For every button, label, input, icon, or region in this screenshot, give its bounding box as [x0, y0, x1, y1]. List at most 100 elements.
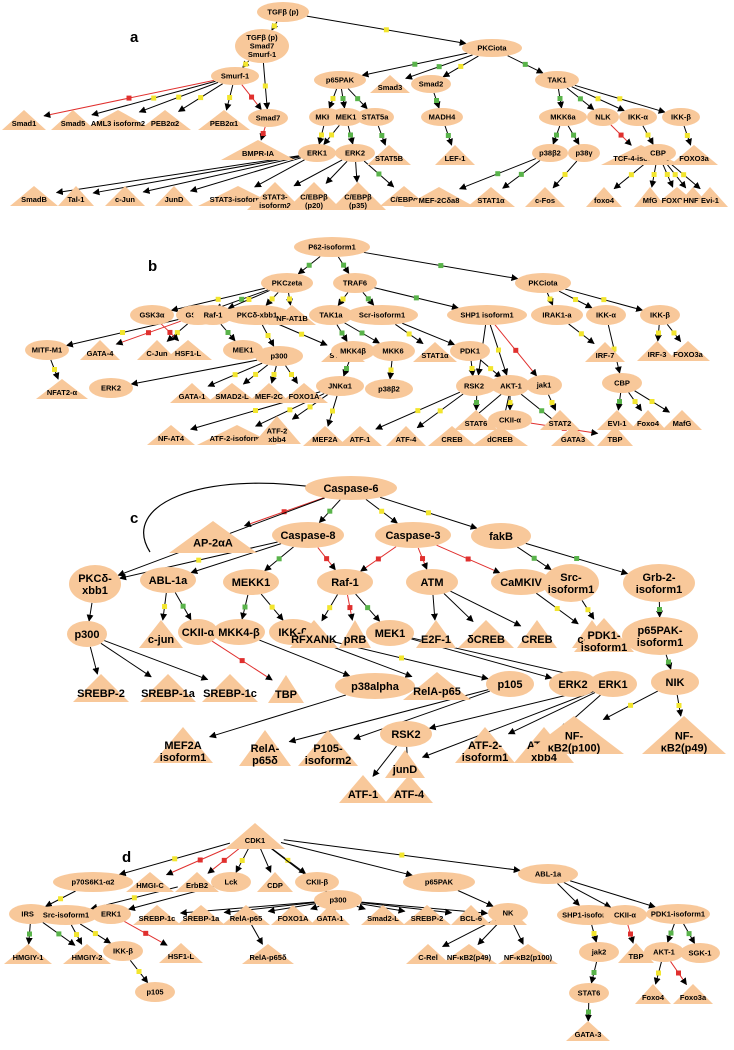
node-d19[interactable]: SREBP-2	[403, 905, 451, 925]
node-a42[interactable]: STAT1α	[467, 187, 515, 207]
node-c32[interactable]: RelA-p65	[403, 672, 471, 700]
node-c30[interactable]: TBP	[268, 675, 304, 703]
node-a31[interactable]: FOXO3a	[670, 145, 718, 165]
node-d1[interactable]: p70S6K1-α2	[53, 872, 133, 892]
node-c34[interactable]: ERK2	[549, 671, 597, 697]
node-a7[interactable]: PEB2α2	[139, 110, 191, 130]
node-d30[interactable]: RelA-p65δ	[242, 944, 294, 964]
node-d2[interactable]: HMGI-C	[126, 872, 174, 892]
node-c40[interactable]: junD	[385, 750, 425, 778]
node-c47[interactable]: ATF-4	[385, 775, 433, 803]
node-c36[interactable]: NIK	[651, 669, 699, 695]
node-a26[interactable]: LEF-1	[435, 145, 475, 165]
node-b41[interactable]: RSK2	[456, 376, 492, 396]
node-a21[interactable]: IKK-β	[662, 108, 700, 126]
node-d37[interactable]: SGK-1	[680, 943, 720, 963]
node-c23[interactable]: CREB	[517, 620, 557, 648]
node-b49[interactable]: NF-AT4	[147, 425, 195, 445]
node-b12[interactable]: IRAK1-a	[531, 305, 583, 325]
node-a34[interactable]: c-Jun	[105, 186, 145, 206]
node-a37[interactable]: STAT3-isoform2	[247, 182, 303, 210]
node-d24[interactable]: CKII-α	[603, 905, 647, 925]
node-a12[interactable]: Smad2	[411, 75, 451, 93]
node-c3[interactable]: Caspase-3	[375, 522, 451, 548]
node-a15[interactable]: MEK1	[329, 108, 363, 126]
node-d41[interactable]: Foxo3a	[673, 984, 713, 1004]
node-b35[interactable]: GATA-1	[170, 383, 214, 403]
node-b40[interactable]: p38β2	[365, 379, 413, 399]
node-b18[interactable]: HSF1-L	[164, 340, 212, 360]
node-a32[interactable]: SmadB	[10, 186, 58, 206]
node-b43[interactable]: STAT6	[454, 410, 498, 430]
node-c11[interactable]: Src-isoform1	[543, 564, 599, 602]
node-d31[interactable]: C-Rel	[406, 944, 450, 964]
node-b32[interactable]: FOXO3a	[666, 341, 710, 361]
node-b34[interactable]: ERK2	[89, 378, 133, 398]
node-b37[interactable]: MEF-2C	[247, 383, 291, 403]
node-d38[interactable]: p105	[135, 982, 175, 1002]
node-b31[interactable]: IRF-3	[637, 341, 677, 361]
node-c33[interactable]: p105	[486, 671, 534, 697]
node-d23[interactable]: SHP1-isoform1	[557, 905, 621, 925]
node-a23[interactable]: ERK1	[298, 144, 336, 162]
node-a6[interactable]: AML3 isoform2	[82, 110, 154, 130]
node-d15[interactable]: RelA-p65	[222, 905, 270, 925]
node-b15[interactable]: MITF-M1	[25, 340, 69, 360]
node-c5[interactable]: PKCδ-xbb1	[69, 565, 121, 603]
node-b54[interactable]: ATF-4	[386, 426, 426, 446]
node-b36[interactable]: SMAD2-L	[206, 383, 258, 403]
node-c15[interactable]: CKII-α	[178, 619, 218, 645]
node-b56[interactable]: dCREB	[472, 426, 528, 446]
node-b38[interactable]: FOXO1A	[280, 383, 328, 403]
node-d29[interactable]: HSF1-L	[159, 943, 203, 963]
node-c18[interactable]: RFXANK	[290, 620, 338, 648]
node-d32[interactable]: NF-κB2(p49)	[441, 944, 497, 964]
node-b55[interactable]: CREB	[428, 426, 476, 446]
node-a44[interactable]: foxo4	[586, 187, 622, 207]
node-d34[interactable]: jak2	[579, 942, 619, 962]
node-c35[interactable]: ERK1	[589, 671, 637, 697]
node-a8[interactable]: PEB2α1	[198, 110, 250, 130]
node-c21[interactable]: E2F-1	[416, 620, 456, 648]
node-a28[interactable]: p38γ	[568, 144, 600, 162]
node-d22[interactable]: NK	[488, 903, 528, 923]
node-b3[interactable]: PKCiota	[515, 273, 571, 293]
node-c7[interactable]: MEKK1	[223, 569, 279, 595]
node-a27[interactable]: p38β2	[532, 144, 568, 162]
node-c25[interactable]: PDK1-isoform1	[574, 618, 634, 654]
node-b19[interactable]: MEK1	[223, 340, 263, 360]
node-d8[interactable]: p65PAK	[403, 872, 475, 892]
node-b10[interactable]: Scr-isoform1	[346, 305, 418, 325]
node-a10[interactable]: p65PAK	[314, 71, 366, 89]
node-a4[interactable]: Smad1	[2, 110, 46, 130]
node-b9[interactable]: TAK1a	[309, 305, 353, 325]
node-d39[interactable]: STAT6	[569, 983, 609, 1003]
node-c38[interactable]: RelA-p65δ	[239, 730, 291, 767]
node-d28[interactable]: IKK-β	[103, 941, 143, 961]
node-d0[interactable]: CDK1	[225, 823, 285, 849]
node-d6[interactable]: CKII-β	[295, 872, 339, 892]
node-b24[interactable]: STAT1α	[413, 342, 457, 362]
node-c12[interactable]: Grb-2-isoform1	[623, 564, 695, 602]
node-b33[interactable]: NFAT2-α	[36, 379, 88, 399]
node-b46[interactable]: EVI-1	[597, 410, 637, 430]
node-a25[interactable]: STAT5B	[367, 145, 411, 165]
node-c19[interactable]: pRB	[339, 620, 371, 648]
node-b16[interactable]: GATA-4	[80, 340, 120, 360]
node-c22[interactable]: δCREB	[458, 620, 514, 648]
node-b29[interactable]: IRF-7	[585, 342, 625, 362]
node-b44[interactable]: CKII-α	[488, 410, 532, 430]
node-b57[interactable]: GATA3	[551, 426, 595, 446]
node-a18[interactable]: MKK6a	[539, 108, 587, 126]
node-c9[interactable]: ATM	[406, 569, 458, 595]
node-d27[interactable]: HMGIY-2	[63, 944, 111, 964]
node-c28[interactable]: SREBP-1a	[140, 674, 196, 702]
node-d11[interactable]: Src-isoform1	[34, 905, 98, 925]
node-a45[interactable]: MfG	[634, 187, 666, 207]
node-d17[interactable]: GATA-1	[310, 905, 350, 925]
node-a33[interactable]: Tal-1	[58, 186, 94, 206]
node-b30[interactable]: CBP	[602, 373, 642, 393]
node-a5[interactable]: Smad5	[51, 110, 95, 130]
